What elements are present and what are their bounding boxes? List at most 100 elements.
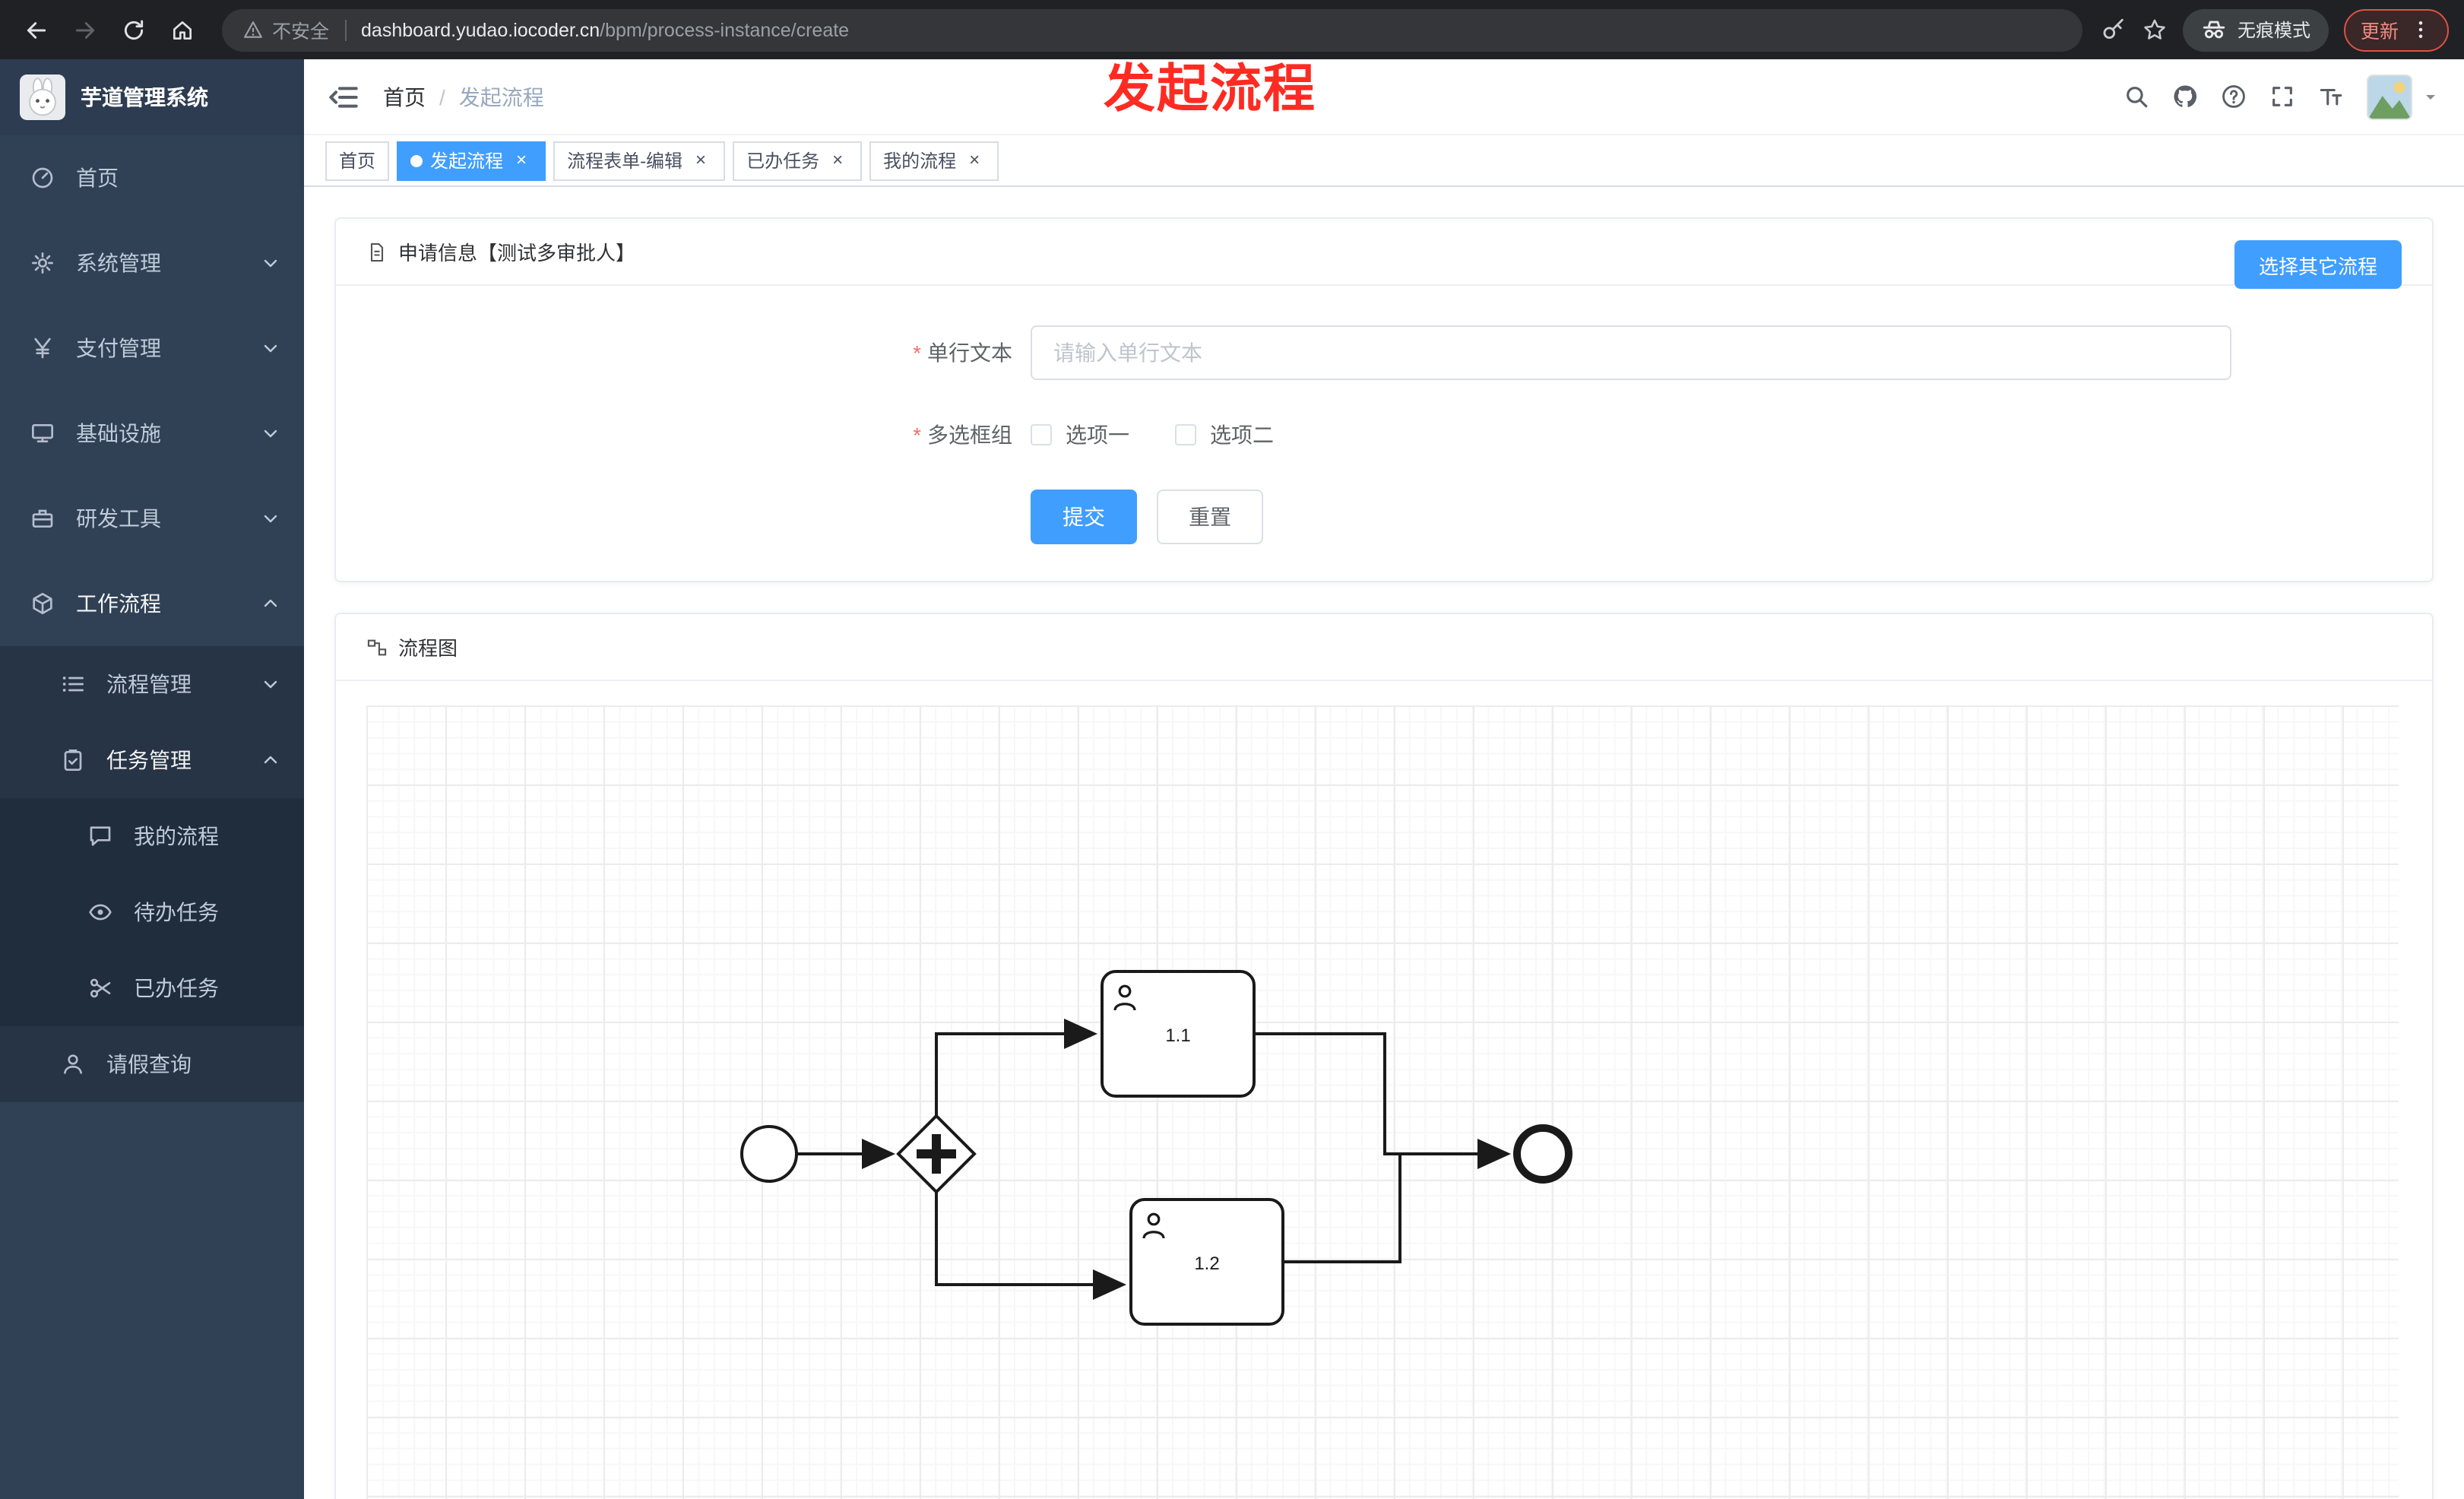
- main-area: 首页 / 发起流程: [304, 59, 2464, 1499]
- breadcrumb-home[interactable]: 首页: [383, 84, 426, 109]
- application-info-card-header: 申请信息【测试多审批人】 选择其它流程: [336, 219, 2432, 289]
- toolbox-icon: [30, 506, 58, 531]
- site-security-chip[interactable]: 不安全: [243, 15, 329, 44]
- key-icon[interactable]: [2101, 17, 2127, 43]
- yen-icon: [30, 336, 58, 360]
- browser-forward-button[interactable]: [64, 8, 106, 51]
- sidebar-item-leave-query[interactable]: 请假查询: [0, 1026, 304, 1102]
- url-host: dashboard.yudao.iocoder.cn: [361, 19, 600, 40]
- eye-icon: [88, 900, 116, 924]
- reload-icon: [122, 17, 146, 42]
- forward-icon: [73, 17, 97, 42]
- back-icon: [24, 17, 49, 42]
- sidebar-logo[interactable]: 芋道管理系统: [0, 59, 304, 135]
- reset-button[interactable]: 重置: [1157, 490, 1263, 544]
- tab-my-processes[interactable]: 我的流程: [869, 141, 999, 180]
- font-size-icon[interactable]: [2318, 84, 2344, 109]
- select-other-process-button[interactable]: 选择其它流程: [2234, 240, 2402, 289]
- sidebar-item-todo-tasks[interactable]: 待办任务: [0, 874, 304, 950]
- sidebar-item-task-management[interactable]: 任务管理: [0, 722, 304, 798]
- breadcrumb-current: 发起流程: [458, 84, 544, 109]
- incognito-label: 无痕模式: [2237, 20, 2310, 41]
- address-bar[interactable]: 不安全 dashboard.yudao.iocoder.cn/bpm/proce…: [222, 8, 2082, 51]
- bpmn-end-event[interactable]: [1513, 1124, 1572, 1184]
- bpmn-parallel-gateway[interactable]: [896, 1114, 977, 1194]
- flow-task-1-2-to-merge: [1283, 1155, 1401, 1263]
- list-icon: [61, 672, 88, 696]
- sidebar-item-process-management[interactable]: 流程管理: [0, 646, 304, 722]
- tab-close-icon[interactable]: [964, 150, 985, 171]
- scissors-icon: [88, 976, 116, 1000]
- bpmn-start-event[interactable]: [740, 1125, 798, 1183]
- bpmn-user-task-1-2[interactable]: 1.2: [1129, 1198, 1284, 1326]
- sidebar-item-dev-tools[interactable]: 研发工具: [0, 476, 304, 561]
- url-path: /bpm/process-instance/create: [600, 19, 850, 40]
- incognito-icon: [2201, 17, 2227, 43]
- form-row-checkbox-group: 多选框组 选项一 选项二: [336, 420, 2432, 450]
- header-actions: [2124, 74, 2440, 119]
- checkbox-group: 选项一 选项二: [1031, 420, 1274, 450]
- sidebar-item-my-processes[interactable]: 我的流程: [0, 798, 304, 874]
- browser-back-button[interactable]: [15, 8, 58, 51]
- caret-down-icon: [2421, 87, 2440, 106]
- sidebar-item-system-management[interactable]: 系统管理: [0, 220, 304, 306]
- tab-close-icon[interactable]: [690, 150, 711, 171]
- search-icon[interactable]: [2124, 84, 2149, 109]
- sidebar-collapse-button[interactable]: [328, 81, 359, 112]
- tab-home[interactable]: 首页: [325, 141, 390, 180]
- security-label: 不安全: [272, 21, 330, 43]
- page-header: 首页 / 发起流程: [304, 59, 2464, 135]
- monitor-icon: [30, 421, 58, 445]
- checkbox-option-two[interactable]: 选项二: [1175, 420, 1274, 450]
- github-icon[interactable]: [2172, 84, 2198, 109]
- checkbox-icon[interactable]: [1175, 424, 1196, 445]
- breadcrumb-separator: /: [439, 84, 445, 109]
- fullscreen-icon[interactable]: [2269, 84, 2295, 109]
- tab-close-icon[interactable]: [511, 150, 532, 171]
- process-diagram-body: 1.1 1.2: [336, 681, 2432, 1499]
- chat-icon: [88, 824, 116, 848]
- user-task-icon: [1142, 1212, 1165, 1239]
- tab-close-icon[interactable]: [827, 150, 848, 171]
- tab-initiate-process[interactable]: 发起流程: [397, 141, 546, 180]
- gear-icon: [30, 251, 58, 275]
- question-icon[interactable]: [2221, 84, 2247, 109]
- tab-process-form-edit[interactable]: 流程表单-编辑: [553, 141, 726, 180]
- kebab-menu-icon[interactable]: [2409, 18, 2432, 41]
- update-label: 更新: [2360, 21, 2399, 43]
- single-line-text-input[interactable]: [1031, 325, 2231, 380]
- sidebar-item-home[interactable]: 首页: [0, 135, 304, 220]
- chevron-down-icon: [261, 254, 280, 272]
- sidebar: 芋道管理系统 首页 系统管理 支付管理 基础设施: [0, 59, 304, 1499]
- submit-button[interactable]: 提交: [1031, 490, 1137, 544]
- checkbox-option-one[interactable]: 选项一: [1031, 420, 1129, 450]
- sidebar-item-infrastructure[interactable]: 基础设施: [0, 391, 304, 476]
- breadcrumb: 首页 / 发起流程: [383, 81, 544, 112]
- tags-view-bar: 首页 发起流程 流程表单-编辑 已办任务: [304, 135, 2464, 187]
- app-logo: [20, 74, 65, 120]
- bpmn-canvas[interactable]: 1.1 1.2: [366, 705, 2399, 1499]
- bpmn-user-task-1-1[interactable]: 1.1: [1101, 970, 1256, 1098]
- incognito-badge: 无痕模式: [2182, 8, 2329, 51]
- task-label: 1.2: [1194, 1253, 1219, 1274]
- document-icon: [366, 241, 388, 262]
- chevron-down-icon: [261, 509, 280, 528]
- browser-home-button[interactable]: [161, 8, 204, 51]
- browser-reload-button[interactable]: [112, 8, 155, 51]
- user-avatar-menu[interactable]: [2367, 74, 2440, 119]
- sidebar-item-done-tasks[interactable]: 已办任务: [0, 950, 304, 1026]
- tab-done-tasks[interactable]: 已办任务: [733, 141, 863, 180]
- checkbox-icon[interactable]: [1031, 424, 1052, 445]
- checkbox-group-label: 多选框组: [336, 420, 1031, 450]
- flow-task-1-1-to-end: [1254, 1032, 1511, 1169]
- chevron-down-icon: [261, 424, 280, 442]
- hamburger-icon: [328, 81, 359, 112]
- sidebar-item-payment-management[interactable]: 支付管理: [0, 306, 304, 391]
- browser-toolbar: 不安全 dashboard.yudao.iocoder.cn/bpm/proce…: [0, 0, 2464, 59]
- browser-update-button[interactable]: 更新: [2343, 8, 2449, 51]
- star-icon[interactable]: [2142, 17, 2168, 43]
- application-info-title: 申请信息【测试多审批人】: [398, 242, 636, 265]
- application-info-card: 申请信息【测试多审批人】 选择其它流程 单行文本 多选框组: [334, 217, 2434, 582]
- sidebar-item-workflow[interactable]: 工作流程: [0, 561, 304, 646]
